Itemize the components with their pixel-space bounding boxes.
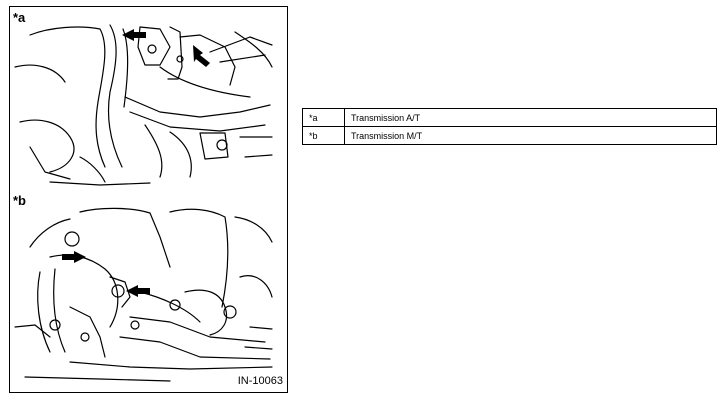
illustration-frame: *a *b IN-10063	[9, 6, 288, 393]
table-row: *b Transmission M/T	[302, 126, 717, 145]
panel-b-drawing	[14, 207, 273, 382]
panel-a-label: *a	[13, 10, 26, 25]
arrow-icon	[62, 251, 86, 263]
legend-text: Transmission A/T	[344, 108, 717, 127]
panel-b-label: *b	[13, 193, 26, 208]
arrow-icon	[122, 29, 146, 41]
engine-illustration	[14, 24, 273, 382]
legend-key: *b	[302, 126, 345, 145]
table-row: *a Transmission A/T	[302, 108, 717, 127]
panel-a-drawing	[14, 24, 273, 186]
arrow-icon	[126, 285, 150, 297]
arrow-icon	[193, 45, 210, 67]
legend-text: Transmission M/T	[344, 126, 717, 145]
legend-table: *a Transmission A/T *b Transmission M/T	[302, 108, 717, 145]
legend-key: *a	[302, 108, 345, 127]
figure-id: IN-10063	[237, 375, 283, 387]
